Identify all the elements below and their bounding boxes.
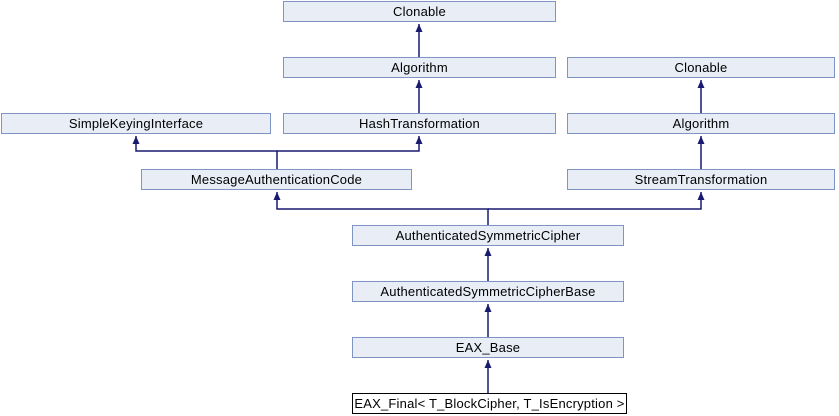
class-node-eax-final-main: EAX_Final< T_BlockCipher, T_IsEncryption…	[352, 393, 627, 414]
edge-mac-to-hash-transformation	[277, 136, 423, 152]
edge-asc-to-stream-transformation	[488, 192, 705, 210]
class-node-authenticated-symmetric-cipher-base[interactable]: AuthenticatedSymmetricCipherBase	[352, 281, 624, 302]
class-node-hash-transformation[interactable]: HashTransformation	[283, 113, 556, 134]
edge-asc-to-mac	[273, 192, 489, 225]
class-node-simple-keying-interface[interactable]: SimpleKeyingInterface	[1, 113, 271, 134]
class-node-algorithm-right[interactable]: Algorithm	[567, 113, 835, 134]
class-node-eax-base[interactable]: EAX_Base	[352, 337, 624, 358]
class-node-algorithm-left[interactable]: Algorithm	[283, 57, 556, 78]
class-node-stream-transformation[interactable]: StreamTransformation	[567, 169, 835, 190]
class-node-message-authentication-code[interactable]: MessageAuthenticationCode	[141, 169, 412, 190]
class-node-clonable-top[interactable]: Clonable	[283, 1, 556, 22]
class-node-authenticated-symmetric-cipher[interactable]: AuthenticatedSymmetricCipher	[352, 225, 624, 246]
class-node-clonable-right[interactable]: Clonable	[567, 57, 835, 78]
edge-mac-to-simple-keying-interface	[132, 136, 278, 169]
